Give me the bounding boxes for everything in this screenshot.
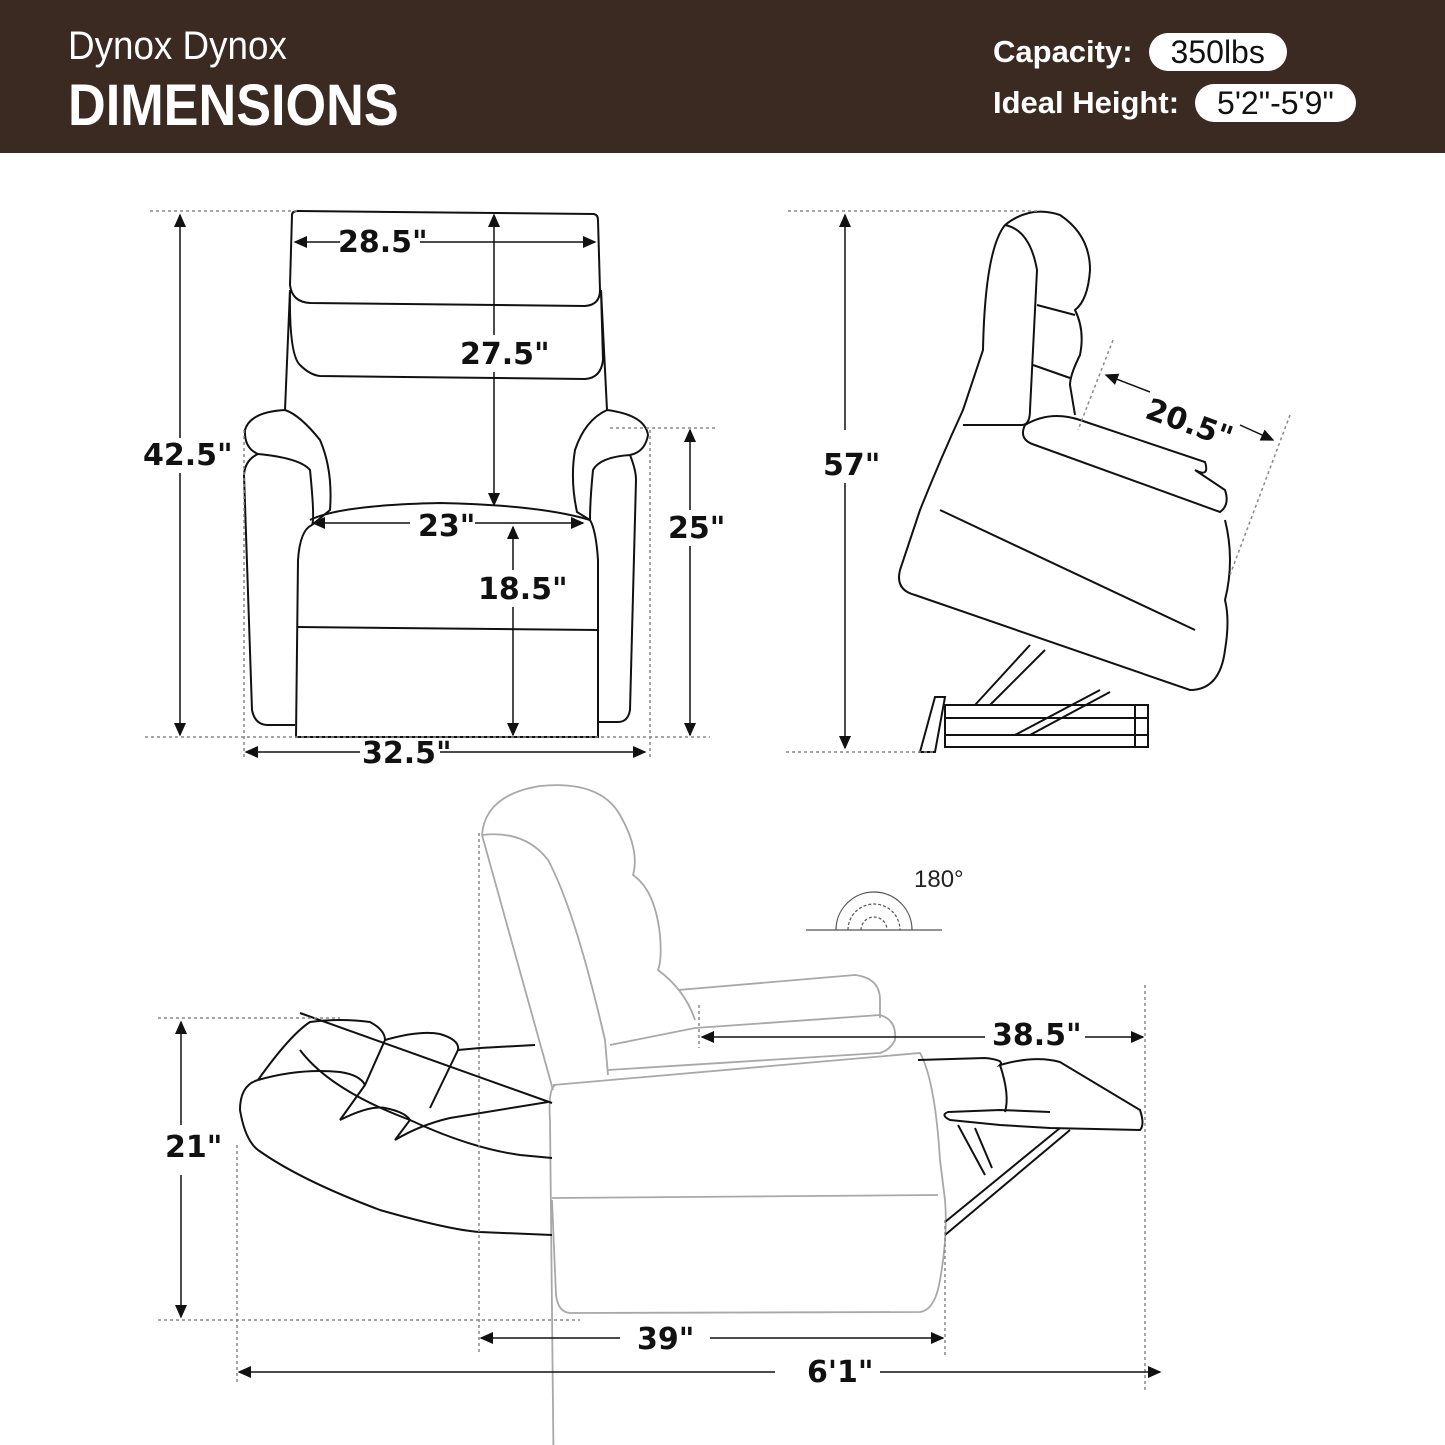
- arm-height-label: 25": [668, 511, 726, 546]
- footrest-depth-label: 38.5": [992, 1018, 1082, 1053]
- recline-chair-black: [238, 1012, 1144, 1236]
- recline-dimensions: [158, 833, 1162, 1390]
- recline-chair-gray: [481, 784, 947, 1445]
- seat-width-label: 23": [418, 509, 476, 544]
- headrest-width-label: 28.5": [338, 225, 428, 260]
- ideal-height-label: Ideal Height:: [993, 85, 1180, 120]
- recline-angle-label: 180°: [914, 866, 964, 893]
- front-view-chair: [242, 209, 650, 738]
- lift-height-label: 57": [823, 448, 881, 483]
- page-title: DIMENSIONS: [68, 73, 399, 138]
- semicircle-angle-icon: [806, 891, 942, 931]
- header-banner: Dynox Dynox DIMENSIONS Capacity: 350lbs …: [0, 0, 1445, 153]
- capacity-value: 350lbs: [1148, 33, 1287, 71]
- total-length-label: 6'1": [807, 1355, 874, 1390]
- total-width-label: 32.5": [362, 736, 452, 771]
- reclined-height-label: 21": [165, 1130, 223, 1165]
- seat-height-label: 18.5": [478, 572, 568, 607]
- side-lift-chair: [898, 210, 1231, 753]
- capacity-spec: Capacity: 350lbs: [993, 33, 1287, 71]
- base-depth-label: 39": [637, 1322, 695, 1357]
- brand-name: Dynox Dynox: [68, 24, 287, 68]
- ideal-height-value: 5'2"-5'9": [1195, 84, 1356, 122]
- ideal-height-spec: Ideal Height: 5'2"-5'9": [993, 84, 1356, 122]
- back-height-label: 27.5": [460, 337, 550, 372]
- capacity-label: Capacity:: [993, 34, 1133, 69]
- total-height-label: 42.5": [143, 438, 233, 473]
- side-lift-dimensions: [786, 210, 1291, 753]
- dimension-drawings: [145, 209, 1291, 1445]
- front-view-dimensions: [145, 210, 715, 760]
